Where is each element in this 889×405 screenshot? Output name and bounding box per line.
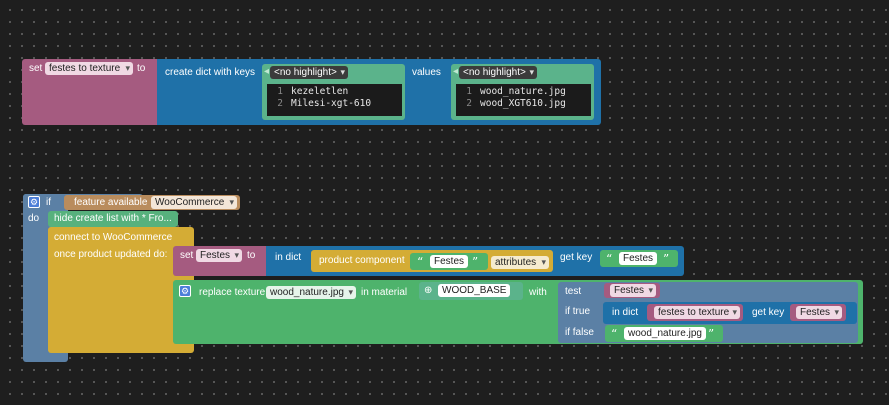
set-label: set (29, 63, 43, 74)
get-key-label: get key (560, 252, 593, 263)
feature-value: WooCommerce (155, 197, 225, 208)
hide-create-list-label: hide create list with * Fro... (54, 213, 172, 224)
get-key-close-quote-icon: ” (663, 252, 670, 266)
texture-dropdown[interactable]: wood_nature.jpg (266, 286, 356, 299)
texture-value: wood_nature.jpg (270, 287, 344, 298)
if-false-field[interactable]: wood_nature.jpg (624, 327, 706, 340)
get-key-field[interactable]: Festes (619, 252, 658, 265)
product-component-label: product component (319, 255, 405, 266)
values-highlight-value: <no highlight> (463, 67, 526, 78)
material-field[interactable]: WOOD_BASE (438, 284, 511, 297)
attributes-dropdown[interactable]: attributes (491, 256, 549, 269)
inner-get-key-value: Festes (800, 307, 831, 318)
test-var-dropdown[interactable]: Festes (610, 284, 656, 297)
set-festes-to-label: to (247, 250, 256, 261)
feature-available-label: feature available (74, 197, 148, 208)
values-highlight-dropdown[interactable]: <no highlight> (459, 66, 537, 79)
inner-dict-var-value: festes to texture (658, 307, 730, 318)
inner-in-dict-label: in dict (612, 307, 639, 318)
component-name-field[interactable]: Festes (430, 255, 469, 268)
gear-icon[interactable]: ⚙ (28, 196, 40, 208)
do-label: do (28, 213, 40, 224)
with-label: with (529, 287, 547, 298)
if-true-label: if true (565, 306, 591, 317)
connect-woocommerce-block[interactable] (48, 227, 194, 353)
test-var-value: Festes (614, 285, 645, 296)
open-quote-icon: “ (417, 255, 424, 269)
keys-handle: ◂ (264, 66, 270, 77)
variable-name: festes to texture (49, 63, 121, 74)
if-false-close-quote-icon: ” (708, 327, 715, 341)
in-material-label: in material (361, 287, 408, 298)
festes-var-dropdown[interactable]: Festes (196, 249, 242, 262)
values-handle: ◂ (453, 66, 459, 77)
hide-create-list-block[interactable] (48, 211, 178, 227)
replace-gear-icon[interactable]: ⚙ (179, 285, 191, 297)
if-label: if (46, 197, 51, 208)
once-updated-label: once product updated do: (54, 249, 168, 260)
feature-dropdown[interactable]: WooCommerce (151, 196, 237, 209)
test-label: test (565, 286, 582, 297)
inner-get-key-label: get key (752, 307, 785, 318)
close-quote-icon: ” (472, 255, 479, 269)
get-key-open-quote-icon: “ (606, 252, 613, 266)
connect-label: connect to WooCommerce (54, 232, 173, 243)
set-festes-label: set (180, 250, 194, 261)
inner-dict-var-dropdown[interactable]: festes to texture (654, 306, 740, 319)
attributes-value: attributes (495, 257, 537, 268)
keys-highlight-dropdown[interactable]: <no highlight> (270, 66, 348, 79)
inner-get-key-dropdown[interactable]: Festes (796, 306, 842, 319)
create-dict-label: create dict with keys (165, 67, 256, 78)
festes-var-value: Festes (200, 250, 231, 261)
values-label: values (412, 67, 441, 78)
if-false-open-quote-icon: “ (611, 327, 618, 341)
to-label: to (137, 63, 146, 74)
if-false-label: if false (565, 327, 594, 338)
in-dict-label: in dict (275, 252, 302, 263)
variable-dropdown[interactable]: festes to texture (45, 62, 133, 75)
keys-highlight-value: <no highlight> (274, 67, 337, 78)
replace-texture-label: replace texture (199, 287, 266, 298)
globe-icon: ⊕ (424, 285, 433, 296)
